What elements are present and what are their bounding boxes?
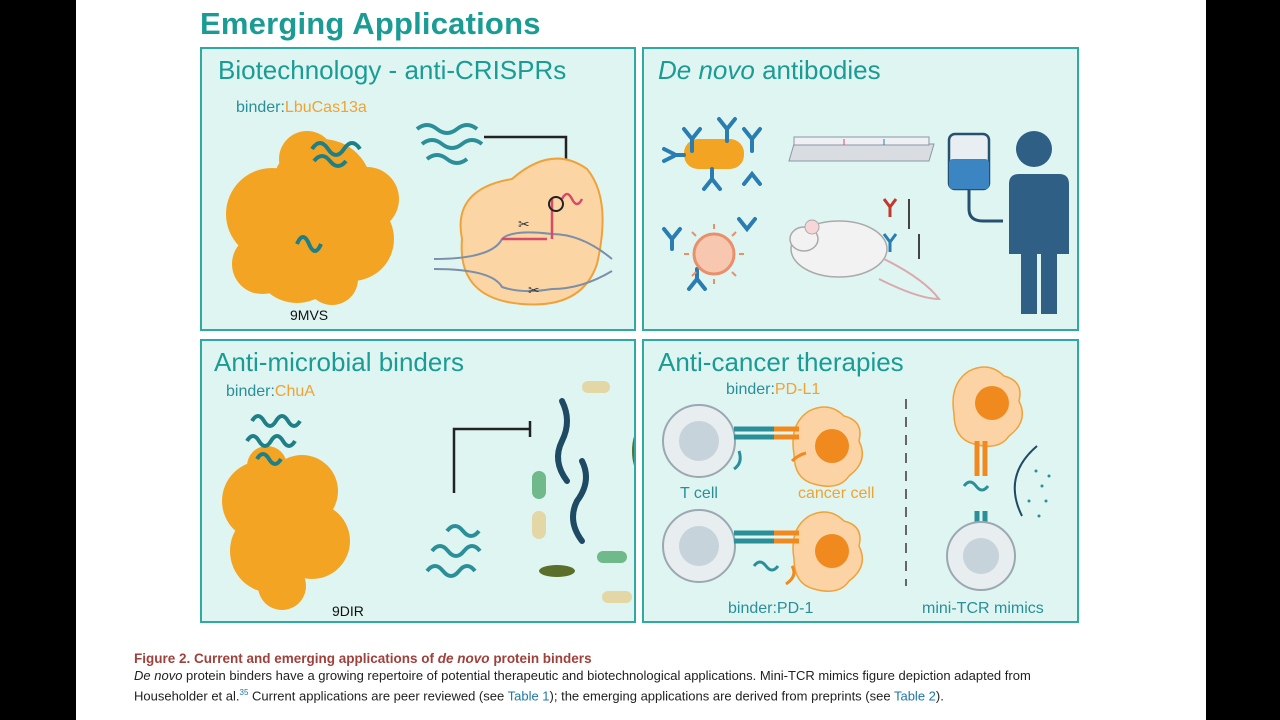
biotech-binder-label: binder:LbuCas13a xyxy=(236,99,367,116)
figure-caption-line2: Householder et al.35 Current application… xyxy=(134,688,944,704)
t-cell-label: T cell xyxy=(680,485,718,502)
slide-page: Emerging Applications Biotechnology - an… xyxy=(76,0,1206,720)
cas13a-protein-structure xyxy=(226,131,399,305)
crrna-hairpin xyxy=(502,192,584,241)
anticancer-binder-pdl1-label: binder:PD-L1 xyxy=(726,381,821,398)
rna-strands xyxy=(433,231,613,293)
panel-antimicrobial: Anti-microbial binders binder:ChuA xyxy=(200,339,636,623)
bound-binder-helix xyxy=(295,141,362,253)
lateral-flow-strip xyxy=(788,136,935,162)
table2-link[interactable]: Table 2 xyxy=(893,688,936,704)
activation-arrow xyxy=(1013,445,1038,517)
figure-caption-title: Figure 2. Current and emerging applicati… xyxy=(134,651,592,666)
chua-protein-structure xyxy=(222,446,350,610)
biotech-illustration: ✂ ✂ xyxy=(226,123,613,306)
mini-tcr-label: mini-TCR mimics xyxy=(922,600,1044,617)
figure-caption: Figure 2. Current and emerging applicati… xyxy=(134,650,1194,704)
antimicrobial-pdb-id: 9DIR xyxy=(332,603,364,619)
panel-anticancer: Anti-cancer therapies binder:PD-L1 xyxy=(642,339,1079,623)
antibodies-illustration xyxy=(662,117,1069,314)
panel-biotech: Biotechnology - anti-CRISPRs binder:LbuC… xyxy=(200,47,636,331)
antimicrobial-binder-label: binder:ChuA xyxy=(226,383,315,400)
slide-title: Emerging Applications xyxy=(200,6,541,41)
mouse-icon xyxy=(789,219,942,301)
figure-caption-line1: De novo protein binders have a growing r… xyxy=(134,668,1031,683)
cancer-cell-icons xyxy=(792,366,1024,592)
panel-antibodies-title: De novo antibodies xyxy=(658,55,881,85)
panel-anticancer-title: Anti-cancer therapies xyxy=(658,347,904,377)
t-cell-icons xyxy=(662,404,736,583)
cancer-cell-label: cancer cell xyxy=(798,485,875,502)
bound-binder-helices xyxy=(245,414,302,466)
binder-helix-icons xyxy=(733,450,990,586)
inhibition-arrow xyxy=(484,135,568,167)
biotech-pdb-id: 9MVS xyxy=(290,307,329,323)
table1-link[interactable]: Table 1 xyxy=(507,688,550,704)
bacteria-icons xyxy=(532,381,634,603)
anticancer-illustration xyxy=(662,366,1051,592)
antimicrobial-illustration xyxy=(222,381,634,610)
svg-text:✂: ✂ xyxy=(518,217,530,233)
free-binder-ribbon xyxy=(425,524,482,578)
virus-icon xyxy=(692,232,736,276)
panel-antibodies: De novo antibodies xyxy=(642,47,1079,331)
bacterium-icon xyxy=(684,139,744,169)
panel-antimicrobial-title: Anti-microbial binders xyxy=(214,347,464,377)
inhibition-arrow xyxy=(452,427,530,493)
panel-biotech-title: Biotechnology - anti-CRISPRs xyxy=(218,55,567,85)
anticancer-binder-pd1-label: binder:PD-1 xyxy=(728,600,814,617)
patient-icon xyxy=(1009,131,1069,314)
syringe-icons xyxy=(908,199,920,259)
antibody-icons xyxy=(662,117,762,291)
iv-bag-icon xyxy=(947,132,1003,223)
free-binder-ribbon xyxy=(415,123,484,165)
svg-text:✂: ✂ xyxy=(528,283,540,299)
